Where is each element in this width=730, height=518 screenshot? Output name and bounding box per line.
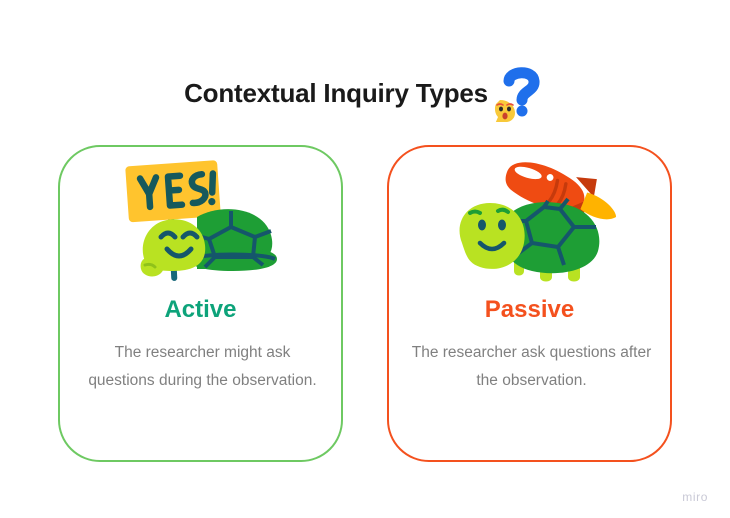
question-mark-with-shocked-face-emoji [492, 64, 546, 122]
card-heading-active: Active [164, 296, 237, 323]
card-active[interactable]: Active The researcher might ask question… [58, 145, 343, 462]
card-body-passive: The researcher ask questions after the o… [411, 344, 652, 389]
turtle-with-rocket-illustration [389, 155, 670, 295]
page-title-text: Contextual Inquiry Types [184, 78, 488, 108]
page-title: Contextual Inquiry Types [0, 62, 730, 124]
card-heading-passive: Passive [484, 296, 575, 323]
miro-watermark: miro [682, 490, 708, 504]
turtle-holding-yes-sign-illustration [60, 155, 341, 295]
card-body-active: The researcher might ask questions durin… [88, 344, 317, 389]
card-passive[interactable]: Passive The researcher ask questions aft… [387, 145, 672, 462]
